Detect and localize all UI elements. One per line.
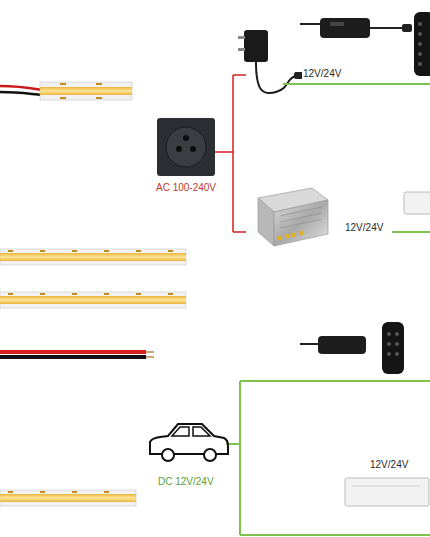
voltage-label: 12V/24V [302, 68, 342, 80]
voltage-label: 12V/24V [369, 459, 409, 471]
car-icon: DC 12V/24V [140, 414, 232, 496]
node-label: DC 12V/24V [158, 476, 214, 488]
node-label: AC 100-240V [156, 182, 216, 194]
power-socket: AC 100-240V [150, 116, 222, 202]
voltage-label: 12V/24V [344, 222, 384, 234]
